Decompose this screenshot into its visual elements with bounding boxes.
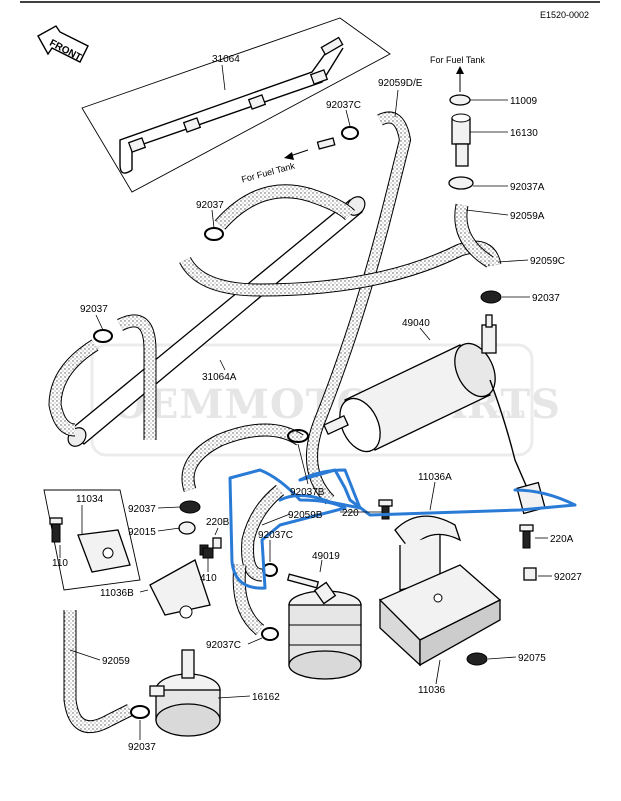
- label-for-fuel-tank-top: For Fuel Tank: [430, 55, 485, 65]
- label-11034: 11034: [76, 494, 104, 505]
- grommet-92075: [466, 652, 488, 666]
- part-31064-box: [81, 17, 391, 193]
- bracket-11036: [378, 564, 502, 667]
- hose-to-filter: [233, 564, 264, 635]
- label-11036: 11036: [418, 685, 446, 696]
- label-92037C-mid: 92037C: [258, 530, 293, 541]
- hose-lower: [182, 424, 304, 492]
- clamps: [93, 126, 502, 719]
- bracket-11036B: [149, 544, 211, 619]
- bolt-220: [381, 504, 390, 520]
- label-92037B: 92037B: [290, 487, 325, 498]
- hose-lower-outline: [181, 423, 304, 493]
- label-410: 410: [200, 573, 217, 584]
- bracket-11036A: [394, 515, 462, 591]
- label-92037-right: 92037: [532, 293, 560, 304]
- label-11009: 11009: [510, 96, 538, 107]
- label-31064A: 31064A: [202, 372, 237, 383]
- washer-11009: [449, 94, 471, 106]
- label-49019: 49019: [312, 551, 340, 562]
- label-92059: 92059: [102, 656, 130, 667]
- collar-92027: [523, 567, 537, 581]
- clamp-92037A: [448, 176, 474, 190]
- hose-left: [117, 315, 156, 440]
- label-92059DE: 92059D/E: [378, 78, 423, 89]
- hose-92059DE: [307, 112, 411, 504]
- regulator-16162: [149, 649, 221, 737]
- diagram-code: E1520-0002: [540, 10, 589, 20]
- hose-upper: [215, 185, 355, 230]
- label-92027: 92027: [554, 572, 582, 583]
- highlight-outline-right: [298, 468, 577, 517]
- label-11036B: 11036B: [100, 588, 134, 599]
- label-92037-left2: 92037: [128, 504, 156, 515]
- label-92037C-top: 92037C: [326, 100, 361, 111]
- label-11036A: 11036A: [418, 472, 452, 483]
- hose-92059B: [242, 485, 284, 581]
- label-92015: 92015: [128, 527, 156, 538]
- union-16130: [448, 94, 474, 190]
- watermark-suffix: .com: [488, 406, 526, 422]
- fuel-filter-49019: [286, 573, 362, 680]
- label-220A: 220A: [550, 534, 574, 545]
- label-92037A: 92037A: [510, 182, 545, 193]
- label-92037C-bottom: 92037C: [206, 640, 241, 651]
- front-arrow: FRONT: [37, 25, 89, 64]
- label-220B: 220B: [206, 517, 230, 528]
- hose-92059C: [180, 241, 501, 296]
- fuel-tank-arrows: [284, 66, 464, 160]
- leader-lines: [59, 64, 552, 740]
- label-49040: 49040: [402, 318, 430, 329]
- label-16130: 16130: [510, 128, 538, 139]
- label-92037-mid: 92037: [196, 200, 224, 211]
- label-110: 110: [52, 558, 68, 569]
- label-92037-left: 92037: [80, 304, 108, 315]
- label-220: 220: [342, 508, 359, 519]
- nut-410: [202, 547, 214, 559]
- label-16162: 16162: [252, 692, 280, 703]
- label-31064: 31064: [212, 54, 240, 65]
- hose-92059A: [455, 203, 494, 267]
- label-92059C: 92059C: [530, 256, 565, 267]
- hose-92059: [64, 610, 133, 733]
- label-for-fuel-tank-mid: For Fuel Tank: [240, 161, 296, 185]
- bolt-220B: [212, 537, 222, 549]
- bolt-220A: [522, 529, 531, 549]
- hardware: [202, 499, 537, 666]
- label-92059A: 92059A: [510, 211, 545, 222]
- hose-left2: [49, 340, 99, 436]
- label-92075: 92075: [518, 653, 546, 664]
- label-92059B: 92059B: [288, 510, 323, 521]
- label-92037-bottom: 92037: [128, 742, 156, 753]
- bracket-11034-box: [43, 489, 141, 591]
- fuel-pump-49040: [323, 314, 546, 515]
